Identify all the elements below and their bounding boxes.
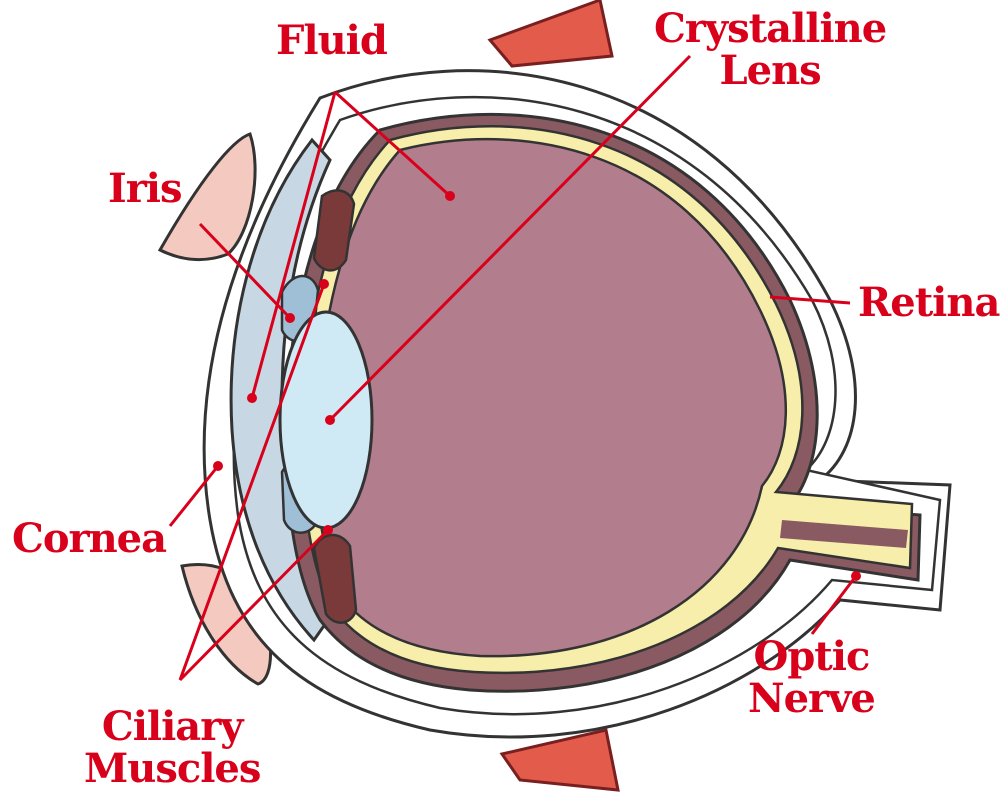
dot-lens xyxy=(325,415,335,425)
dot-ciliary-lower xyxy=(323,525,333,535)
label-retina: Retina xyxy=(858,282,999,324)
label-optic-line1: Optic xyxy=(748,636,875,678)
label-crystalline-line2: Lens xyxy=(654,50,886,92)
label-iris: Iris xyxy=(108,168,182,210)
dot-ciliary-upper xyxy=(319,279,329,289)
label-ciliary-line1: Ciliary xyxy=(84,706,260,748)
dot-aqueous xyxy=(247,393,257,403)
label-crystalline-lens: Crystalline Lens xyxy=(654,8,886,92)
dot-optic xyxy=(851,571,861,581)
label-cornea: Cornea xyxy=(12,518,166,560)
label-crystalline-line1: Crystalline xyxy=(654,8,886,50)
label-optic-nerve: Optic Nerve xyxy=(748,636,875,720)
label-ciliary-muscles: Ciliary Muscles xyxy=(84,706,260,790)
inferior-muscle xyxy=(502,730,618,790)
dot-iris xyxy=(285,313,295,323)
superior-muscle xyxy=(490,0,612,66)
label-optic-line2: Nerve xyxy=(748,678,875,720)
dot-fluid xyxy=(445,191,455,201)
dot-cornea xyxy=(213,461,223,471)
label-fluid: Fluid xyxy=(276,20,387,62)
label-ciliary-line2: Muscles xyxy=(84,748,260,790)
